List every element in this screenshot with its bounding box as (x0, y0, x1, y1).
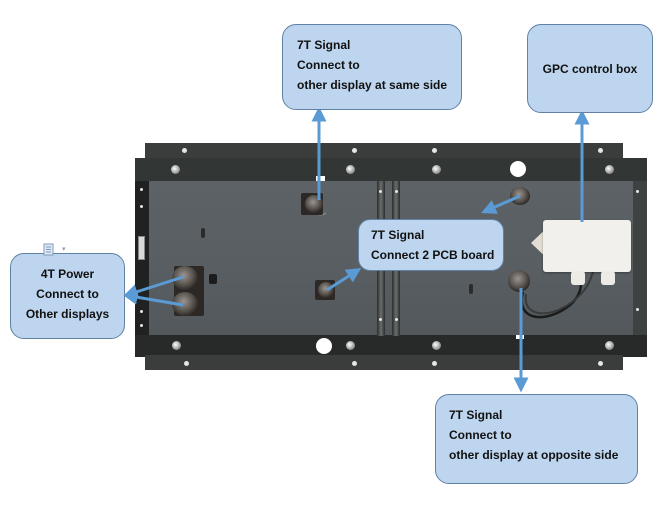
callout-line: GPC control box (542, 61, 638, 76)
screw (184, 361, 189, 366)
callout-line: 7T Signal (371, 228, 425, 242)
callout-line: Other displays (25, 307, 110, 321)
callout-signal-same-side: 7T Signal Connect to other display at sa… (282, 24, 462, 110)
screw (352, 148, 357, 153)
screw (379, 190, 382, 193)
signal-connector-right-top (510, 187, 530, 205)
paste-options-icon[interactable] (43, 243, 55, 256)
bolt (605, 165, 614, 174)
slot (201, 228, 205, 238)
serial-label (138, 236, 145, 260)
callout-line: Connect to (297, 58, 360, 72)
bottom-rail (135, 335, 647, 357)
screw (598, 148, 603, 153)
screw (432, 148, 437, 153)
callout-line: 7T Signal (449, 408, 503, 422)
screw (395, 318, 398, 321)
bolt (346, 341, 355, 350)
gpc-control-box (543, 220, 631, 272)
callout-line: other display at same side (297, 78, 448, 92)
right-side-bar (633, 181, 647, 336)
bolt (171, 165, 180, 174)
screw (636, 308, 639, 311)
top-back-rail (145, 143, 623, 160)
signal-connector-bottom (318, 282, 334, 298)
screw (395, 190, 398, 193)
callout-power: 4T Power Connect to Other displays (10, 253, 125, 339)
callout-gpc-control-box: GPC control box (527, 24, 653, 113)
label-tab (316, 176, 325, 181)
screw (636, 190, 639, 193)
control-cable (524, 271, 594, 315)
bolt (605, 341, 614, 350)
bolt (346, 165, 355, 174)
slot (469, 284, 473, 294)
callout-line: Connect to (449, 428, 512, 442)
cap (209, 274, 217, 284)
screw (140, 324, 143, 327)
screw (352, 361, 357, 366)
bolt (432, 341, 441, 350)
bolt (432, 165, 441, 174)
cable-gland (601, 271, 615, 285)
signal-connector-right-bottom (508, 270, 530, 292)
top-rail (135, 158, 647, 182)
cable-gland (571, 271, 585, 285)
callout-line: 7T Signal (297, 38, 351, 52)
callout-line: Connect 2 PCB board (371, 248, 495, 262)
callout-line: other display at opposite side (449, 448, 619, 462)
mounting-hole (510, 161, 526, 177)
signal-connector-top (305, 195, 323, 213)
screw (140, 205, 143, 208)
screw (182, 148, 187, 153)
screw (432, 361, 437, 366)
bolt (172, 341, 181, 350)
screw (379, 318, 382, 321)
power-connector-upper (172, 266, 198, 290)
screw (598, 361, 603, 366)
bottom-back-rail (145, 355, 623, 370)
callout-signal-pcb: 7T Signal Connect 2 PCB board (358, 219, 504, 271)
callout-signal-opposite-side: 7T Signal Connect to other display at op… (435, 394, 638, 484)
power-connector-lower (172, 292, 198, 316)
screw (140, 188, 143, 191)
mounting-hole (316, 338, 332, 354)
callout-line: 4T Power (40, 267, 95, 281)
callout-line: Connect to (36, 287, 99, 301)
screw (140, 310, 143, 313)
chevron-down-icon[interactable]: ▾ (62, 246, 66, 253)
